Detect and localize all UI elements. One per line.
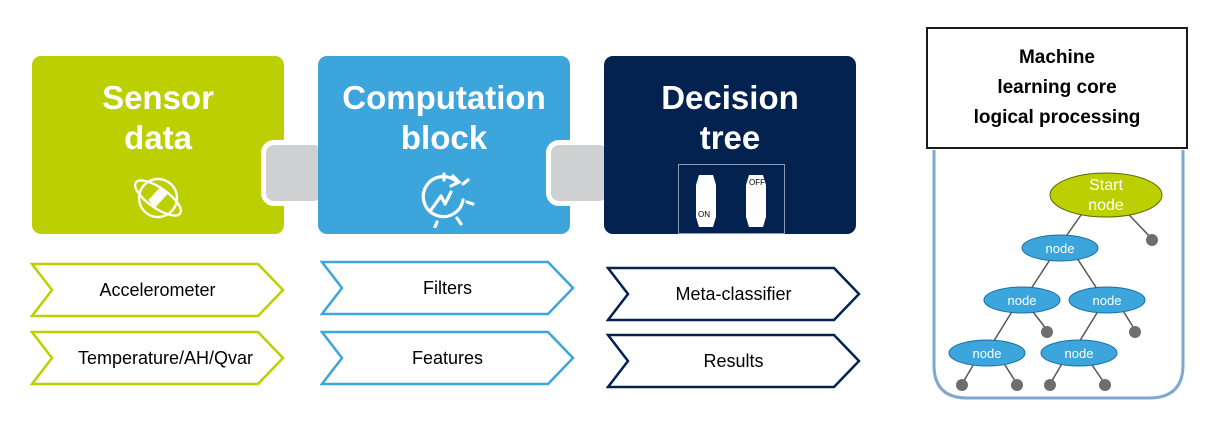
start-node-label-2: node (1088, 197, 1124, 214)
tree-node (948, 339, 1026, 367)
sensor-data-block: Sensor data (32, 56, 284, 234)
tree-node (1021, 234, 1099, 262)
computation-block-title: Computation block (342, 79, 546, 156)
tree-node (1040, 339, 1118, 367)
chevron-meta-classifier: Meta-classifier (606, 266, 861, 322)
ml-core-title: Machine learning core logical processing (973, 47, 1141, 128)
tree-node-label: node (1065, 346, 1094, 361)
chevron-label: Filters (423, 277, 472, 298)
tree-node-label: node (1046, 241, 1075, 256)
connector-2 (546, 140, 612, 206)
chevron-accelerometer: Accelerometer (30, 262, 285, 318)
switch-off-label: OFF (749, 178, 765, 187)
tree-node-label: node (1093, 293, 1122, 308)
start-node-label-1: Start (1089, 177, 1123, 194)
chevron-label: Temperature/AH/Qvar (77, 347, 254, 368)
sensor-data-title: Sensor data (102, 79, 214, 156)
switch-on-label: ON (698, 210, 710, 219)
start-node (1049, 172, 1163, 218)
ml-core-title-box: Machine learning core logical processing (926, 27, 1188, 149)
tree-node (983, 286, 1061, 314)
tree-node (1068, 286, 1146, 314)
chevron-results: Results (606, 333, 861, 389)
chevron-label: Accelerometer (99, 279, 216, 300)
chevron-label: Results (703, 350, 764, 371)
ml-core-tree: Start node node node node node node (932, 150, 1185, 400)
decision-tree-block: Decision tree ON OFF (604, 56, 856, 234)
chevron-label: Meta-classifier (675, 283, 792, 304)
gear-refresh-icon (421, 172, 475, 228)
chevron-label: Features (411, 347, 484, 368)
chevron-filters: Filters (320, 260, 575, 316)
tree-node-label: node (1008, 293, 1037, 308)
computation-block: Computation block (318, 56, 570, 234)
chevron-temperature: Temperature/AH/Qvar (30, 330, 285, 386)
chevron-features: Features (320, 330, 575, 386)
tree-node-label: node (973, 346, 1002, 361)
decision-tree-title: Decision tree (661, 79, 799, 156)
sensor-compass-icon (133, 177, 183, 219)
on-off-switch-icon: ON OFF (678, 164, 785, 234)
